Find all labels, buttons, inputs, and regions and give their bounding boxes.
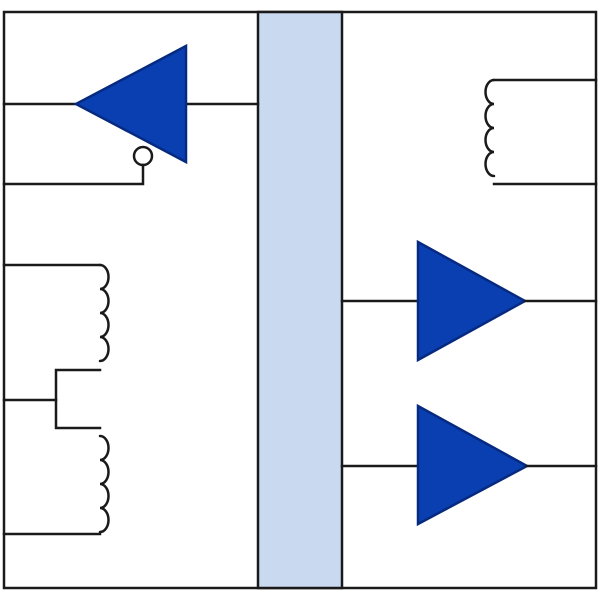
inversion-bubble <box>132 145 154 167</box>
upper-amplifier-triangle <box>416 239 528 363</box>
center-tap-wire <box>54 368 102 430</box>
enable-control-wire <box>2 163 145 186</box>
central-bus-bar <box>256 10 344 590</box>
lower-amplifier-group <box>340 403 598 527</box>
upper-coil-winding <box>98 263 110 363</box>
upper-amplifier-group <box>340 239 598 363</box>
center-tapped-coil-group <box>2 263 110 536</box>
lower-coil-winding <box>98 434 110 534</box>
inverting-amplifier-triangle <box>73 43 188 165</box>
inverting-amplifier-group <box>2 43 260 186</box>
right-coil-winding <box>484 78 496 178</box>
lower-amplifier-triangle <box>416 403 530 527</box>
right-coil-group <box>484 78 598 186</box>
